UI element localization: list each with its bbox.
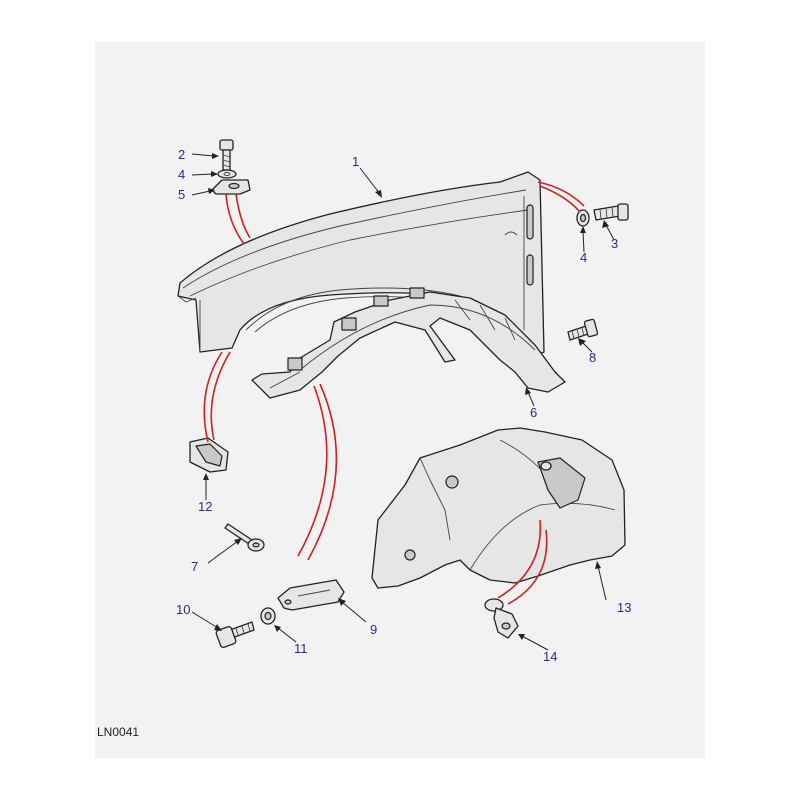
bracket-part-9[interactable] [277, 579, 345, 611]
callout-8: 8 [589, 350, 596, 365]
diagram-background [95, 42, 705, 758]
callout-4-right: 4 [580, 250, 587, 265]
callout-12: 12 [198, 499, 212, 514]
callout-4: 4 [178, 167, 185, 182]
fitting-lines [203, 181, 585, 605]
mud-shield-part[interactable] [371, 427, 626, 589]
callout-13: 13 [617, 600, 631, 615]
reference-code: LN0041 [97, 725, 139, 739]
push-rivet-part-14[interactable] [484, 598, 519, 639]
washer-part-4-right[interactable] [576, 209, 590, 227]
callout-11: 11 [294, 641, 308, 656]
callout-14: 14 [543, 649, 557, 664]
callout-1: 1 [352, 154, 359, 169]
clip-part-12[interactable] [189, 437, 229, 473]
callout-2: 2 [178, 147, 185, 162]
washer-part-4[interactable] [217, 169, 237, 179]
bolt-part-2[interactable] [219, 139, 234, 171]
callout-5: 5 [178, 187, 185, 202]
flange-bolt-part-10[interactable] [215, 621, 255, 648]
callout-6: 6 [530, 405, 537, 420]
callout-9: 9 [370, 622, 377, 637]
callout-3: 3 [611, 236, 618, 251]
callout-7: 7 [191, 559, 198, 574]
callout-10: 10 [176, 602, 190, 617]
callout-numbers: 1 2 3 4 4 5 6 7 8 9 10 11 12 13 14 LN004… [97, 147, 631, 739]
washer-part-11[interactable] [260, 607, 276, 625]
screw-part-7[interactable] [224, 523, 265, 552]
wheel-arch-liner-part[interactable] [251, 287, 566, 399]
bolt-part-8[interactable] [567, 318, 599, 341]
leader-lines [191, 153, 615, 651]
bolt-part-3[interactable] [593, 203, 629, 221]
front-wing-part[interactable] [177, 171, 545, 359]
clip-nut-part-5[interactable] [211, 179, 251, 195]
